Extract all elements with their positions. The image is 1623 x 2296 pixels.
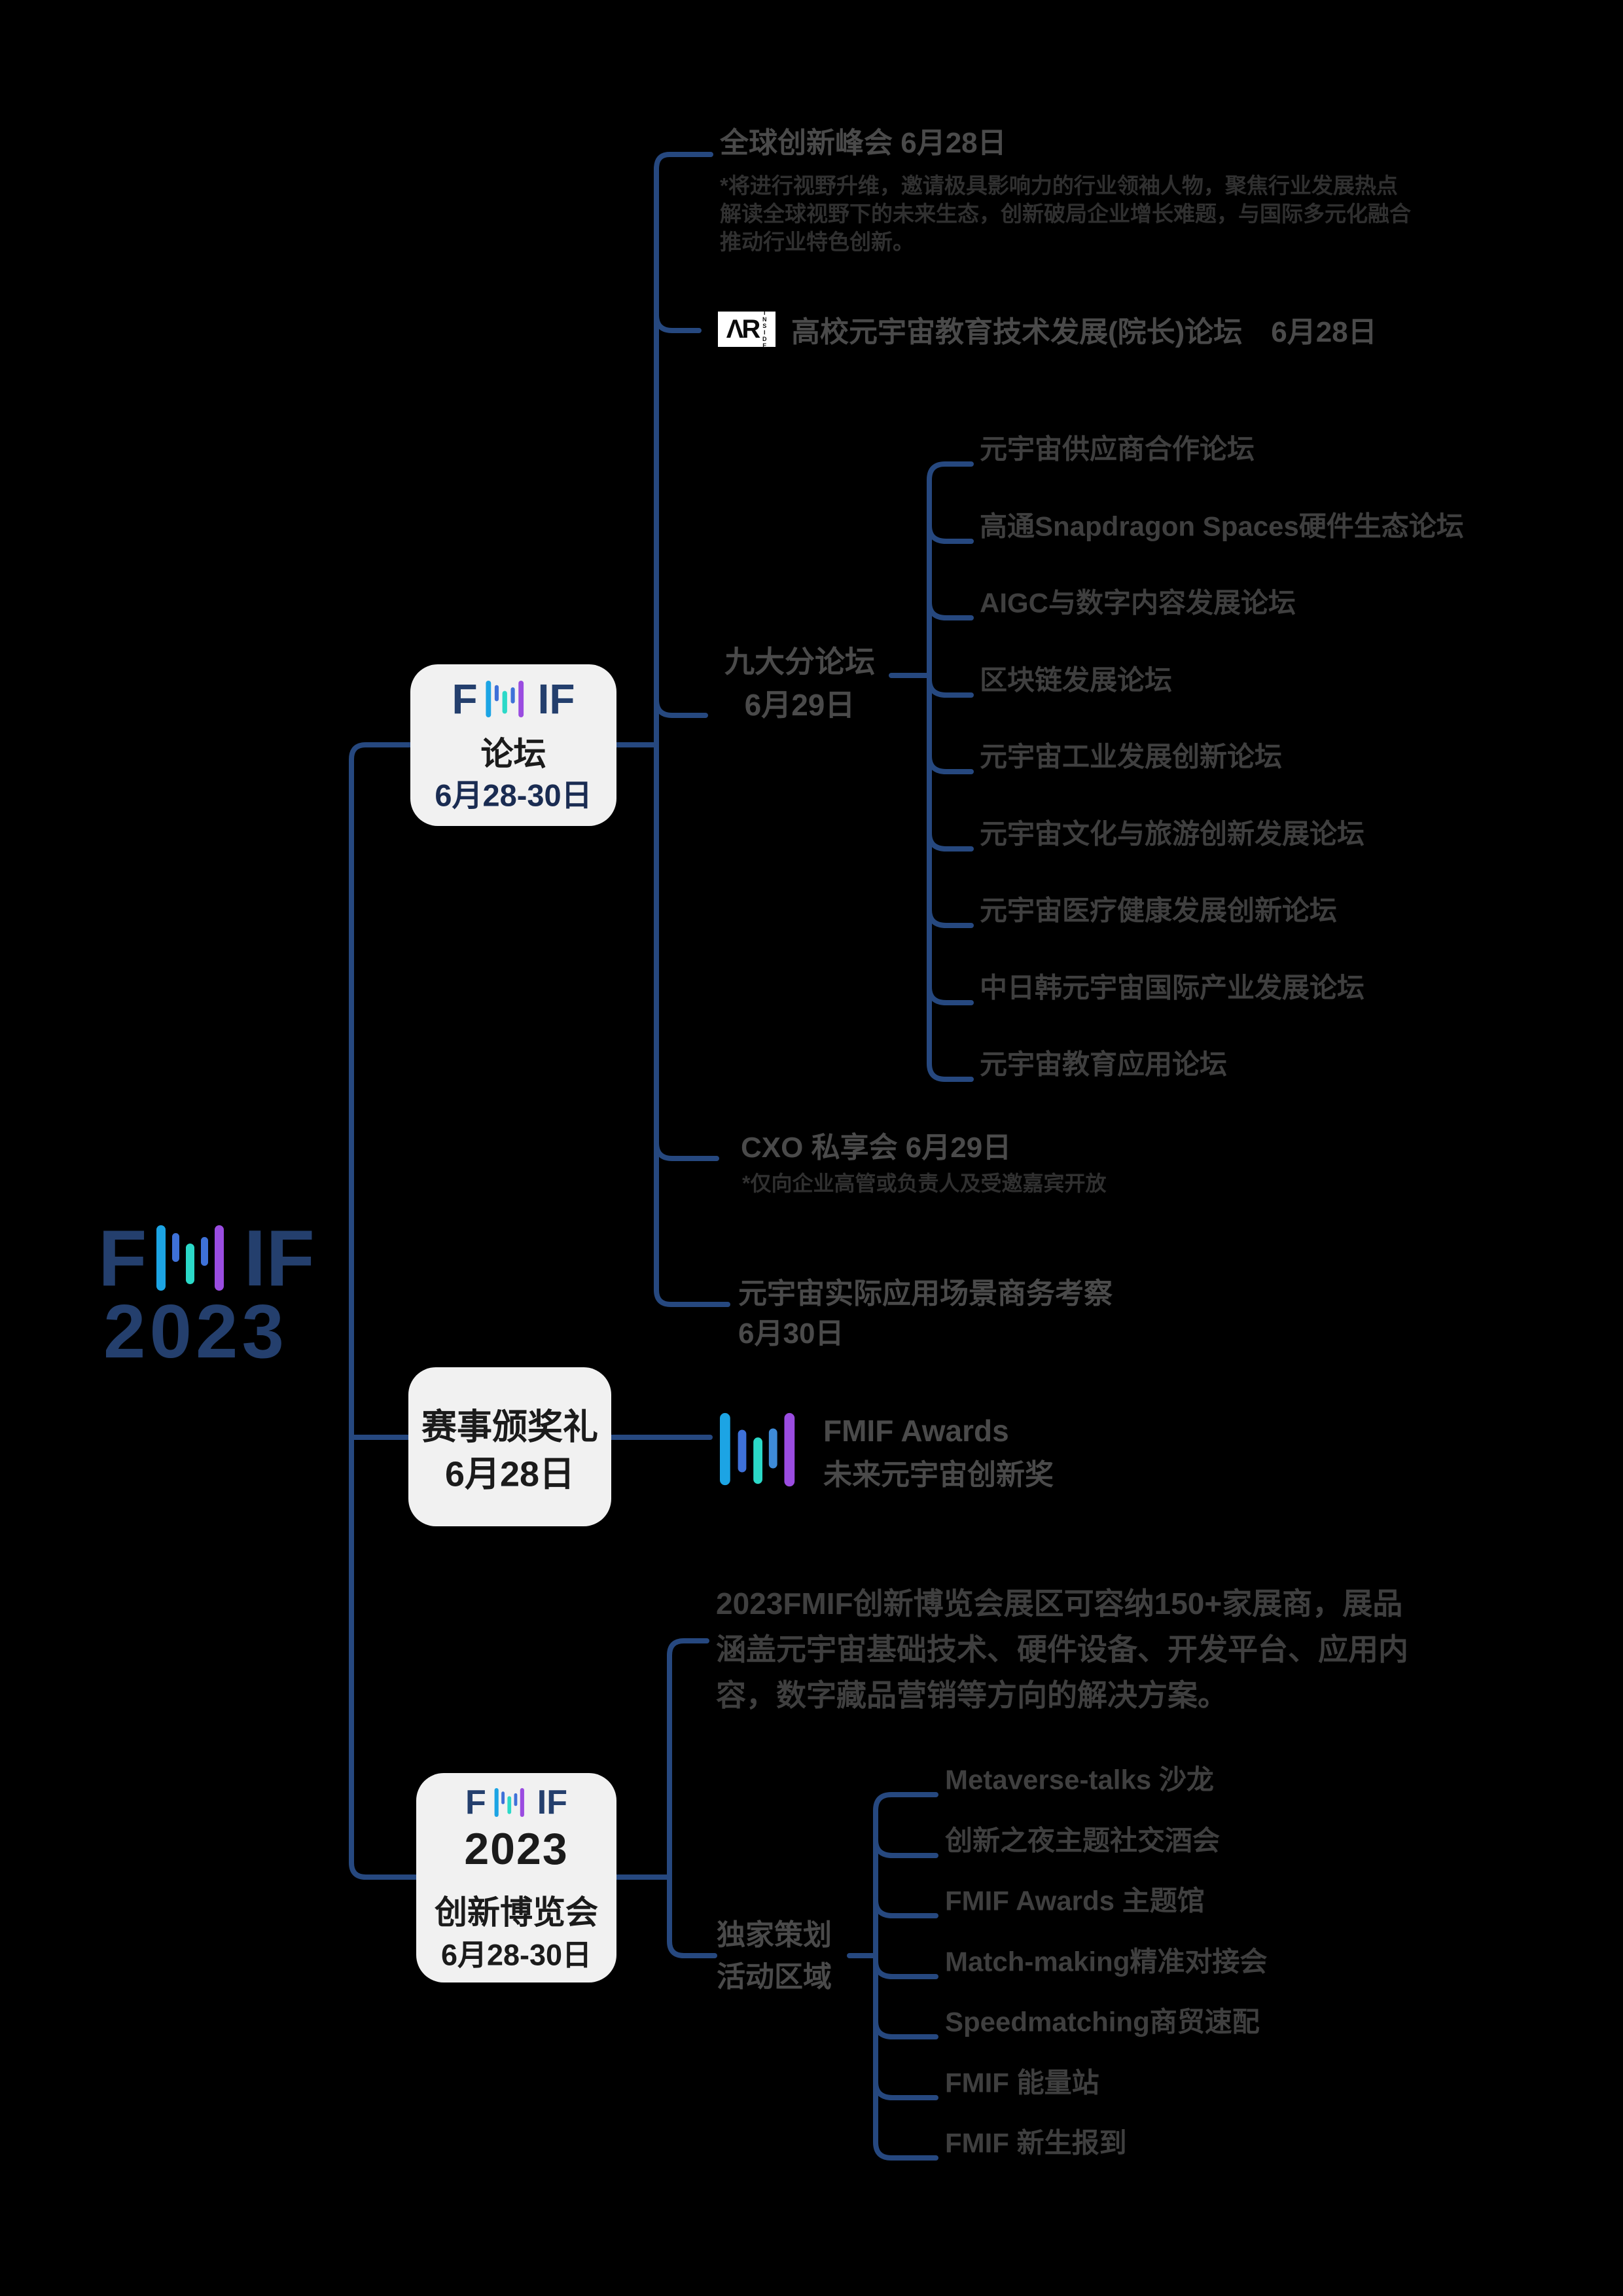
node-ar-forum[interactable]: 高校元宇宙教育技术发展(院长)论坛 6月28日 xyxy=(791,316,1377,348)
node-awards-title[interactable]: FMIF Awards xyxy=(823,1414,1009,1448)
nine-bracket xyxy=(927,461,974,1082)
forum-branch-box[interactable]: F IF 论坛 6月28-30日 xyxy=(410,664,616,826)
hook-activity-4 xyxy=(873,1958,938,1979)
root-spine xyxy=(349,742,419,1880)
exclusive-label-line1[interactable]: 独家策划 xyxy=(717,1919,832,1951)
hook-subforum-2 xyxy=(927,523,974,544)
expo-branch-box[interactable]: F IF 2023 创新博览会 6月28-30日 xyxy=(416,1773,616,1982)
expo-intro-line1[interactable]: 2023FMIF创新博览会展区可容纳150+家展商，展品 xyxy=(716,1587,1403,1621)
exclusive-label-line2: 活动区域 xyxy=(717,1961,832,1993)
node-biz-tour-line1[interactable]: 元宇宙实际应用场景商务考察 xyxy=(738,1278,1113,1310)
forum-box-logo: F IF xyxy=(452,675,575,723)
forum-box-date: 6月28-30日 xyxy=(435,778,592,813)
subforum-item[interactable]: 元宇宙教育应用论坛 xyxy=(980,1049,1228,1080)
expo-children-spine xyxy=(667,1638,717,1958)
activity-item[interactable]: Speedmatching商贸速配 xyxy=(945,2006,1260,2037)
subforum-item[interactable]: 元宇宙供应商合作论坛 xyxy=(980,433,1255,465)
global-summit-desc-line3: 推动行业特色创新。 xyxy=(720,230,914,254)
node-awards-subtitle: 未来元宇宙创新奖 xyxy=(823,1459,1054,1491)
activity-item[interactable]: FMIF Awards 主题馆 xyxy=(945,1885,1205,1916)
awards-waveform-icon xyxy=(720,1412,795,1487)
expo-box-label: 创新博览会 xyxy=(435,1894,598,1931)
subforum-item[interactable]: 中日韩元宇宙国际产业发展论坛 xyxy=(980,972,1365,1003)
hook-activity-2 xyxy=(873,1837,938,1858)
logo-letter-f: F xyxy=(98,1213,147,1302)
hook-subforum-6 xyxy=(927,831,974,852)
subforum-item[interactable]: AIGC与数字内容发展论坛 xyxy=(980,587,1296,619)
hook-cxo xyxy=(654,1140,719,1161)
activity-item[interactable]: Metaverse-talks 沙龙 xyxy=(945,1764,1214,1795)
nine-forums-label-line1[interactable]: 九大分论坛 xyxy=(724,645,875,679)
logo-waveform-icon xyxy=(486,681,524,717)
node-global-summit[interactable]: 全球创新峰会 6月28日 xyxy=(720,127,1007,159)
node-cxo[interactable]: CXO 私享会 6月29日 xyxy=(741,1132,1012,1164)
expo-intro-line2: 涵盖元宇宙基础技术、硬件设备、开发平台、应用内 xyxy=(716,1632,1408,1666)
activity-item[interactable]: 创新之夜主题社交酒会 xyxy=(945,1825,1221,1856)
hook-subforum-7 xyxy=(927,907,974,928)
hook-subforum-8 xyxy=(927,984,974,1005)
forum-children-spine xyxy=(654,152,730,1307)
expo-box-date: 6月28-30日 xyxy=(440,1938,592,1972)
exclusive-bracket xyxy=(873,1792,938,2161)
forum-box-label: 论坛 xyxy=(480,736,546,772)
hook-subforum-3 xyxy=(927,600,974,620)
root-logo-wordmark: F IF xyxy=(98,1218,315,1298)
global-summit-desc-line2: 解读全球视野下的未来生态，创新破局企业增长难题，与国际多元化融合 xyxy=(720,202,1411,226)
hook-activity-5 xyxy=(873,2018,938,2039)
activity-item[interactable]: FMIF 新生报到 xyxy=(945,2127,1127,2159)
hook-subforum-5 xyxy=(927,753,974,774)
subforum-item[interactable]: 元宇宙工业发展创新论坛 xyxy=(980,741,1283,772)
cxo-desc: *仅向企业高管或负责人及受邀嘉宾开放 xyxy=(742,1172,1107,1195)
subforum-item[interactable]: 元宇宙医疗健康发展创新论坛 xyxy=(980,895,1338,926)
ar-inside-icon: ΛR INSIDE xyxy=(718,310,776,349)
root-logo[interactable]: F IF xyxy=(98,1218,315,1298)
logo-letters-if: IF xyxy=(243,1213,315,1302)
expo-box-logo: F IF xyxy=(465,1784,567,1821)
hook-activity-6 xyxy=(873,2079,938,2100)
awards-box-label: 赛事颁奖礼 xyxy=(421,1407,598,1447)
hook-activity-3 xyxy=(873,1897,938,1918)
activity-item[interactable]: FMIF 能量站 xyxy=(945,2067,1099,2098)
expo-box-year: 2023 xyxy=(464,1824,569,1874)
nine-forums-label-line2[interactable]: 6月29日 xyxy=(744,688,855,722)
logo-waveform-icon xyxy=(156,1225,224,1291)
node-biz-tour-line2: 6月30日 xyxy=(738,1318,844,1350)
awards-box-date: 6月28日 xyxy=(444,1454,575,1494)
subforum-item[interactable]: 元宇宙文化与旅游创新发展论坛 xyxy=(980,818,1365,850)
awards-branch-box[interactable]: 赛事颁奖礼 6月28日 xyxy=(408,1367,611,1526)
subforum-item[interactable]: 高通Snapdragon Spaces硬件生态论坛 xyxy=(980,511,1464,542)
hook-subforum-4 xyxy=(927,677,974,698)
activity-item[interactable]: Match-making精准对接会 xyxy=(945,1946,1268,1977)
root-logo-year: 2023 xyxy=(103,1289,289,1374)
hook-nine-forums xyxy=(654,697,708,718)
logo-waveform-icon xyxy=(494,1788,524,1817)
expo-intro-line3: 容，数字藏品营销等方向的解决方案。 xyxy=(716,1678,1228,1712)
hook-ar-forum xyxy=(654,312,702,333)
subforum-item[interactable]: 区块链发展论坛 xyxy=(980,664,1173,696)
global-summit-desc-line1: *将进行视野升维，邀请极具影响力的行业领袖人物，聚焦行业发展热点 xyxy=(720,173,1398,198)
